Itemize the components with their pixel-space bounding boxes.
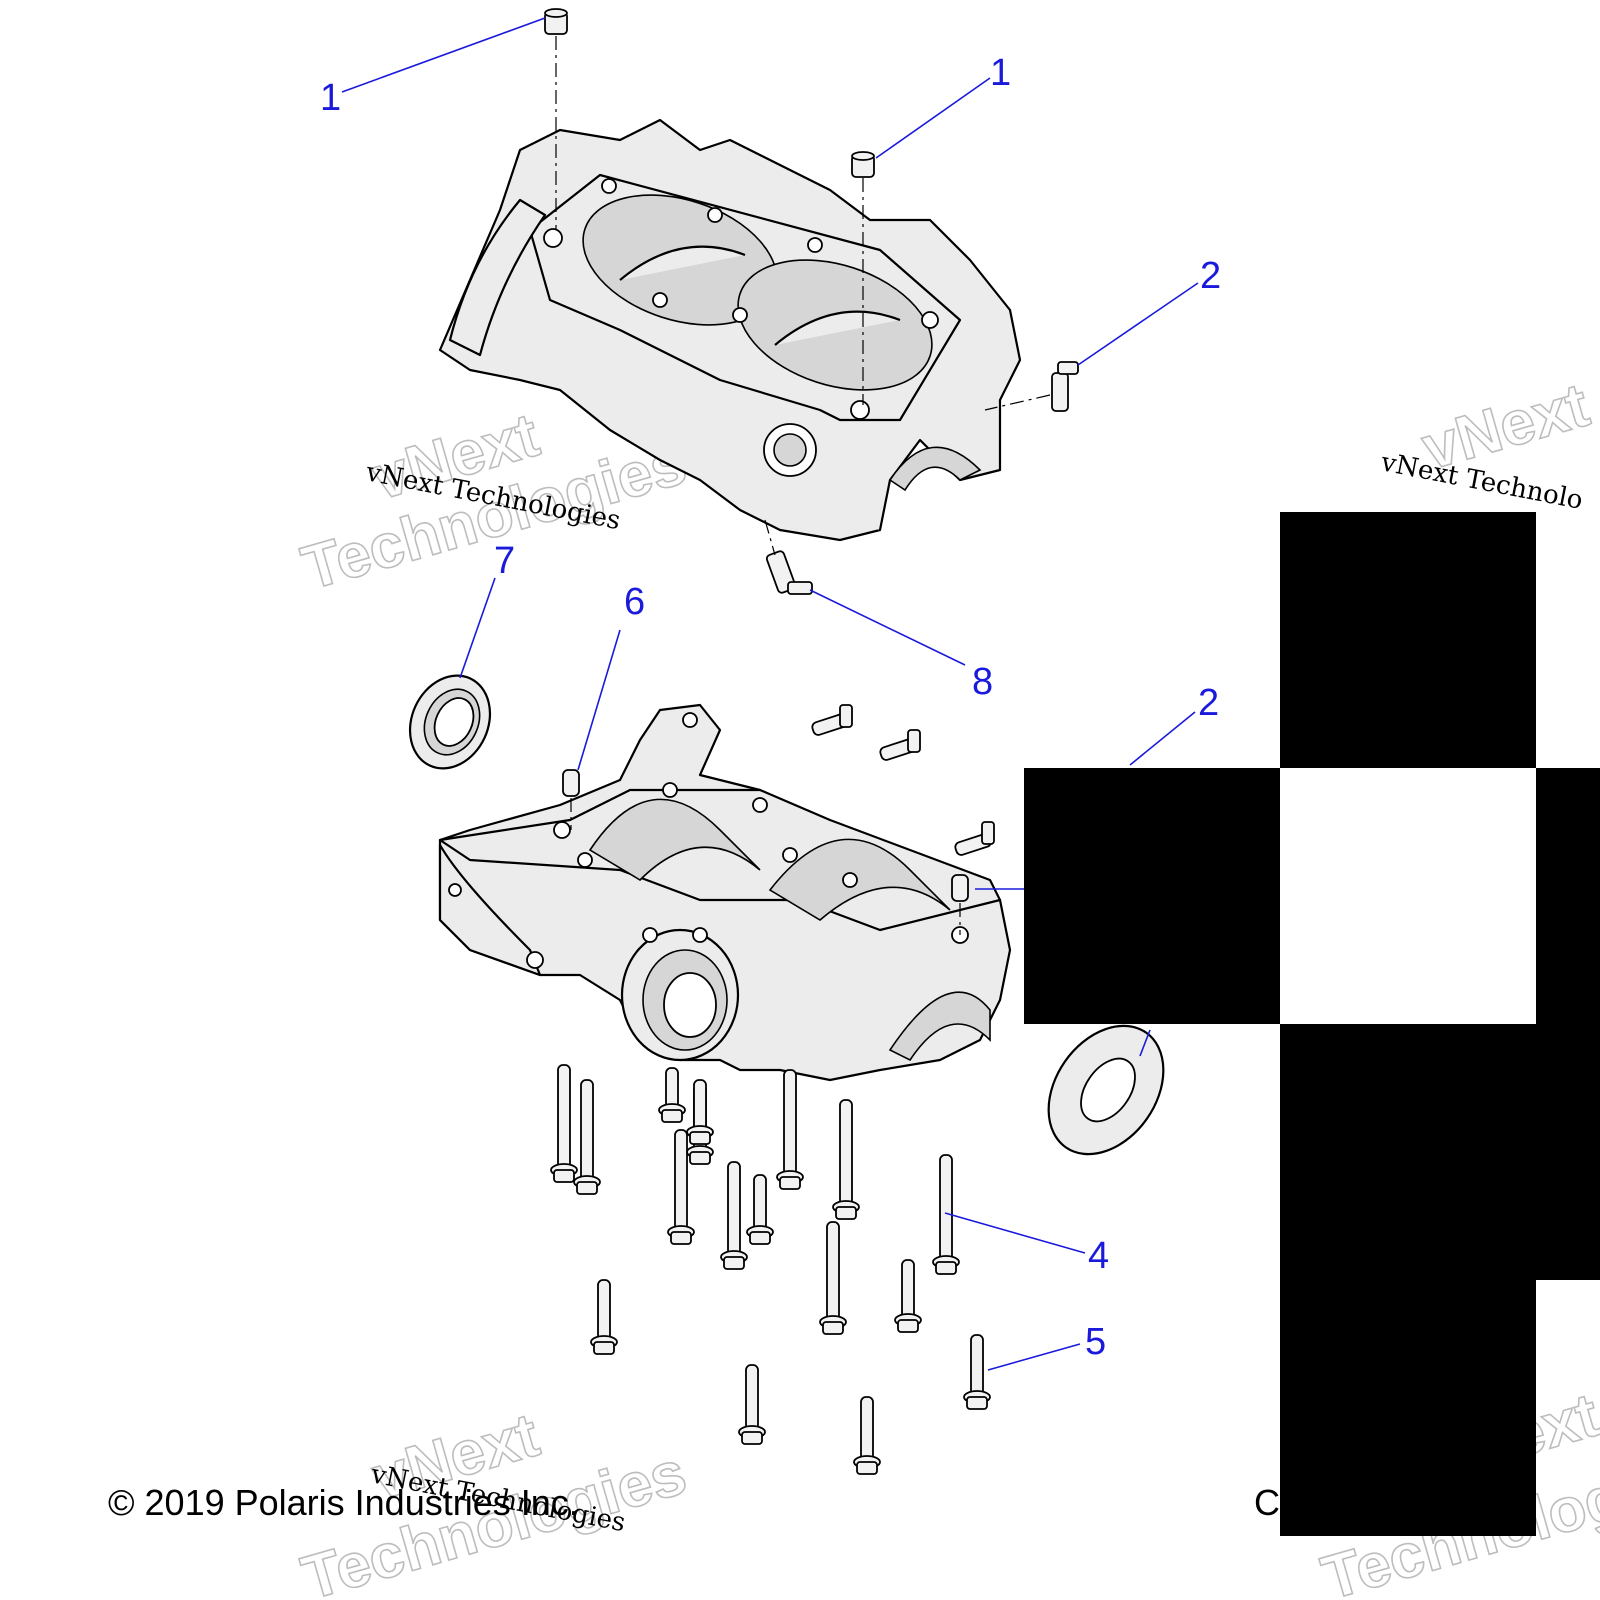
- dowel-pin-icon: [851, 151, 875, 178]
- crankcase-bolt-icon: [894, 1259, 922, 1333]
- dowel-pin-icon: [544, 8, 568, 35]
- crankcase-bolt-icon: [686, 1079, 714, 1145]
- crankcase-bolt-icon: [853, 1396, 881, 1475]
- callout-8: 8: [972, 661, 993, 703]
- fitting-icon: [1051, 361, 1079, 412]
- dowel-pin-icon: [951, 874, 969, 902]
- lower-crankcase-icon: [438, 703, 1012, 1082]
- bolt-group: [550, 1064, 991, 1475]
- callout-2-upper: 2: [1200, 255, 1221, 297]
- crankcase-bolt-icon: [667, 1129, 695, 1245]
- crankcase-bolt-icon: [746, 1174, 774, 1245]
- redaction-block: [1536, 1024, 1600, 1280]
- oil-seal-icon: [408, 674, 492, 770]
- callout-1-right: 1: [990, 52, 1011, 94]
- fitting-icon: [879, 729, 921, 761]
- callout-5: 5: [1085, 1321, 1106, 1363]
- upper-crankcase-icon: [438, 118, 1022, 542]
- callout-7: 7: [494, 540, 515, 582]
- assembly-lines: [555, 36, 1051, 935]
- callout-1-left: 1: [320, 77, 341, 119]
- crankcase-bolt-icon: [590, 1279, 618, 1355]
- callout-2-lower: 2: [1198, 682, 1219, 724]
- crankcase-bolt-icon: [932, 1154, 960, 1275]
- crankcase-bolt-icon: [550, 1064, 578, 1183]
- fitting-icon: [811, 704, 853, 736]
- crankcase-bolt-icon: [658, 1067, 686, 1123]
- copyright-notice: © 2019 Polaris Industries Inc.: [108, 1482, 579, 1523]
- crankcase-bolt-icon: [776, 1069, 804, 1190]
- oil-seal-icon: [1047, 1024, 1165, 1156]
- redaction-block: [1280, 512, 1536, 768]
- crankcase-bolt-icon: [720, 1161, 748, 1270]
- fitting-icon: [765, 550, 813, 595]
- callout-4: 4: [1088, 1235, 1109, 1277]
- redaction-block: [1536, 768, 1600, 1024]
- crankcase-bolt-icon: [738, 1364, 766, 1445]
- crankcase-bolt-icon: [573, 1079, 601, 1195]
- callout-leaders: [341, 17, 1199, 1371]
- redaction-block: [1280, 1024, 1536, 1280]
- redaction-block: [1024, 768, 1280, 1024]
- dowel-pin-icon: [562, 769, 580, 797]
- crankcase-bolt-icon: [819, 1221, 847, 1335]
- crankcase-bolt-icon: [963, 1334, 991, 1410]
- callout-6: 6: [624, 581, 645, 623]
- redaction-blocks: [1024, 512, 1600, 1536]
- watermark-group-upper-right: vNext vNext Technolo: [1378, 370, 1597, 516]
- redaction-block: [1280, 1280, 1536, 1536]
- crankcase-bolt-icon: [832, 1099, 860, 1220]
- fitting-icon: [954, 821, 995, 856]
- copyright-notice-fragment: C: [1254, 1482, 1280, 1523]
